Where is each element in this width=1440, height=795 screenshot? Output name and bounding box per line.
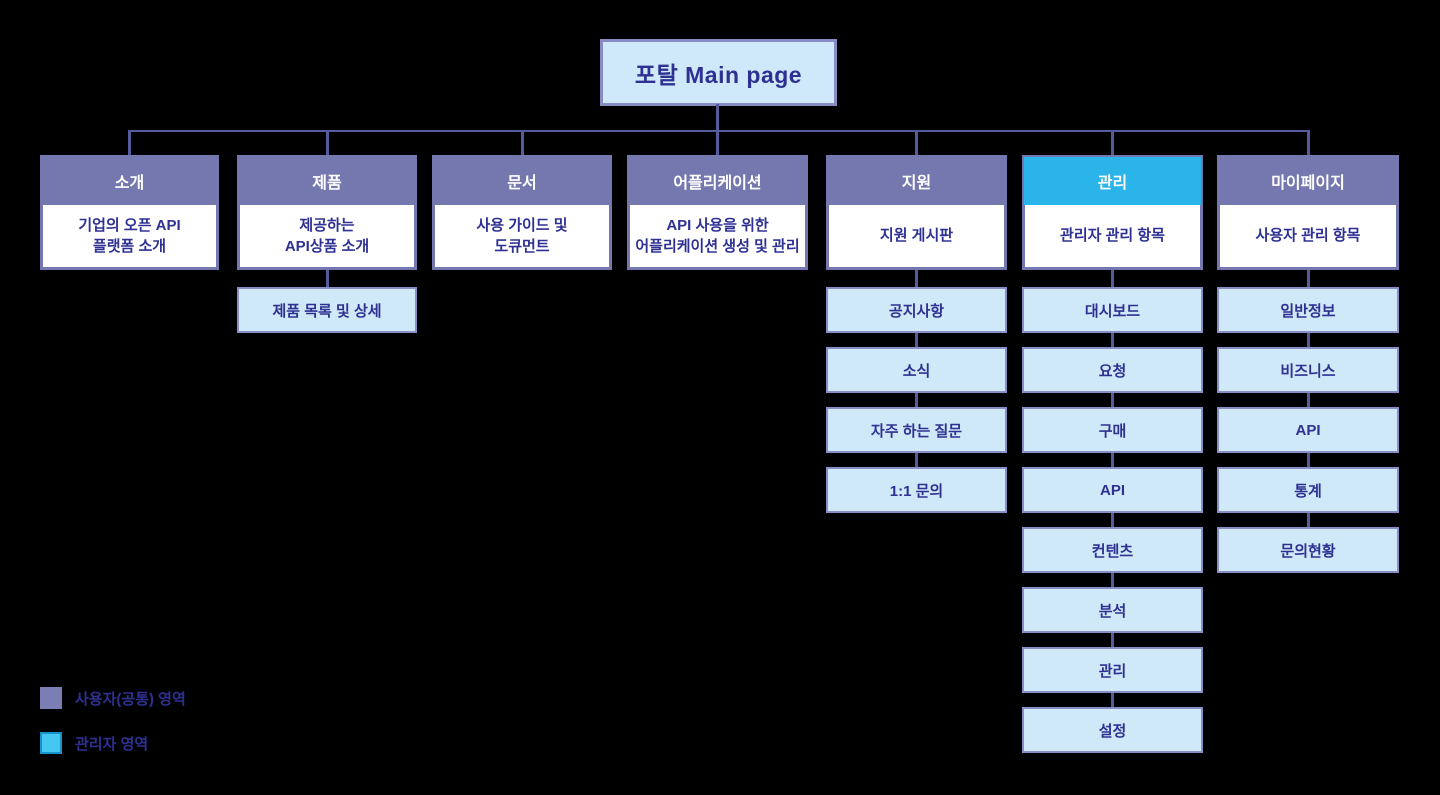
child-item-4-3: 1:1 문의 — [826, 467, 1007, 513]
section-description-2: 사용 가이드 및 도큐먼트 — [476, 216, 568, 255]
section-description-0: 기업의 오픈 API 플랫폼 소개 — [78, 216, 181, 255]
child-item-5-5: 분석 — [1022, 587, 1203, 633]
connector-child-5-7 — [1111, 693, 1114, 707]
section-header-4: 지원 — [828, 157, 1005, 205]
section-description-1: 제공하는 API상품 소개 — [284, 216, 370, 255]
legend-item-user: 사용자(공통) 영역 — [40, 687, 186, 709]
child-item-6-0: 일반정보 — [1217, 287, 1399, 333]
legend-swatch-admin — [40, 732, 62, 754]
section-description-3: API 사용을 위한 어플리케이션 생성 및 관리 — [635, 216, 800, 255]
connector-root-drop — [716, 104, 719, 132]
connector-child-1-0 — [325, 270, 329, 287]
connector-child-5-6 — [1111, 633, 1114, 647]
child-item-5-2: 구매 — [1022, 407, 1203, 453]
section-header-3: 어플리케이션 — [629, 157, 806, 205]
connector-child-6-4 — [1306, 513, 1310, 527]
connector-column-drop-2 — [520, 130, 524, 155]
connector-column-drop-4 — [915, 130, 918, 155]
child-item-5-7: 설정 — [1022, 707, 1203, 753]
connector-column-drop-1 — [325, 130, 329, 155]
child-item-4-2: 자주 하는 질문 — [826, 407, 1007, 453]
connector-child-5-0 — [1111, 270, 1114, 287]
connector-child-6-1 — [1306, 333, 1310, 347]
section-header-1: 제품 — [239, 157, 415, 205]
connector-child-6-3 — [1306, 453, 1310, 467]
connector-child-6-2 — [1306, 393, 1310, 407]
child-item-1-0: 제품 목록 및 상세 — [237, 287, 417, 333]
connector-column-drop-3 — [716, 130, 719, 155]
connector-child-5-3 — [1111, 453, 1114, 467]
legend-item-admin: 관리자 영역 — [40, 732, 148, 754]
child-item-5-0: 대시보드 — [1022, 287, 1203, 333]
child-item-5-3: API — [1022, 467, 1203, 513]
child-item-5-6: 관리 — [1022, 647, 1203, 693]
connector-child-6-0 — [1306, 270, 1310, 287]
connector-child-5-4 — [1111, 513, 1114, 527]
child-item-5-1: 요청 — [1022, 347, 1203, 393]
section-header-2: 문서 — [434, 157, 610, 205]
legend-label-admin: 관리자 영역 — [75, 735, 149, 753]
section-node-3: 어플리케이션 API 사용을 위한 어플리케이션 생성 및 관리 — [627, 155, 808, 270]
legend-label-user: 사용자(공통) 영역 — [75, 690, 186, 708]
section-header-6: 마이페이지 — [1219, 157, 1397, 205]
connector-child-4-3 — [915, 453, 918, 467]
child-item-6-3: 통계 — [1217, 467, 1399, 513]
connector-column-drop-6 — [1306, 130, 1310, 155]
section-header-0: 소개 — [42, 157, 217, 205]
connector-column-drop-0 — [128, 130, 131, 155]
connector-child-5-1 — [1111, 333, 1114, 347]
child-item-5-4: 컨텐츠 — [1022, 527, 1203, 573]
child-item-6-4: 문의현황 — [1217, 527, 1399, 573]
child-item-4-1: 소식 — [826, 347, 1007, 393]
section-description-5: 관리자 관리 항목 — [1060, 227, 1165, 244]
section-description-6: 사용자 관리 항목 — [1255, 227, 1361, 244]
connector-child-5-2 — [1111, 393, 1114, 407]
connector-column-drop-5 — [1111, 130, 1114, 155]
child-item-4-0: 공지사항 — [826, 287, 1007, 333]
section-header-5: 관리 — [1024, 157, 1201, 205]
connector-child-4-0 — [915, 270, 918, 287]
root-node-portal-main-page: 포탈 Main page — [600, 39, 837, 106]
child-item-6-1: 비즈니스 — [1217, 347, 1399, 393]
section-description-4: 지원 게시판 — [879, 227, 954, 244]
connector-child-5-5 — [1111, 573, 1114, 587]
connector-child-4-2 — [915, 393, 918, 407]
connector-child-4-1 — [915, 333, 918, 347]
legend-swatch-user — [40, 687, 62, 709]
child-item-6-2: API — [1217, 407, 1399, 453]
